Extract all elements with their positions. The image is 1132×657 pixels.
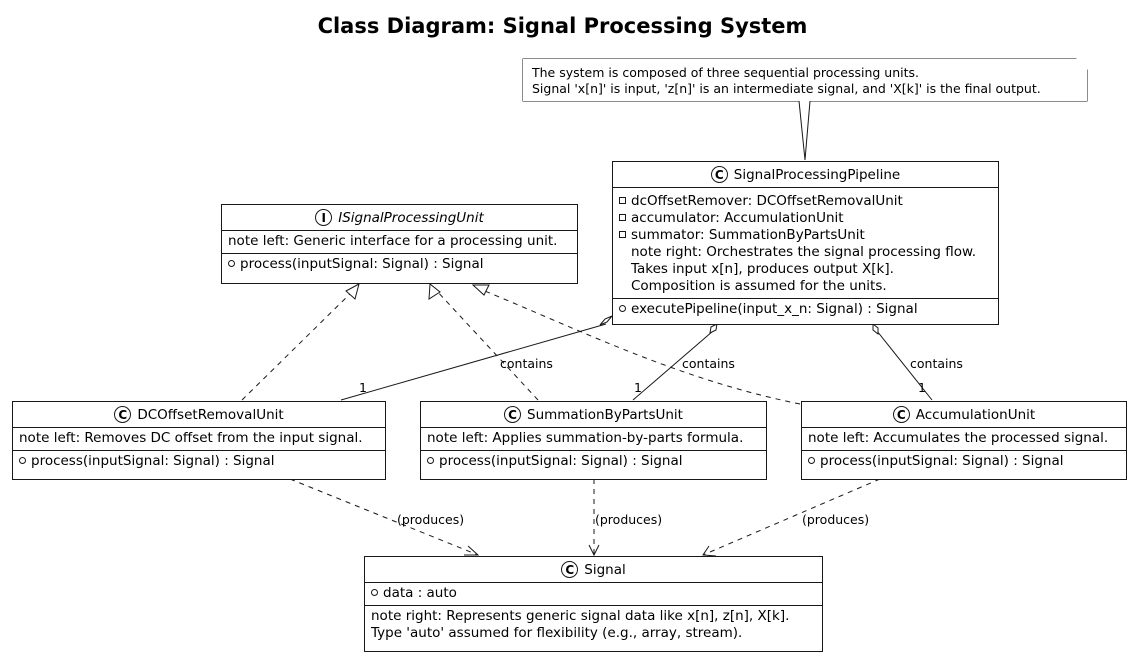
realization-dc <box>241 288 356 401</box>
class-stereotype-icon: C <box>561 561 579 578</box>
label-contains-acc: contains <box>682 356 735 371</box>
signal-field: data : auto <box>371 585 816 602</box>
acc-method: process(inputSignal: Signal) : Signal <box>808 453 1120 470</box>
sum-header: C SummationByPartsUnit <box>421 402 766 428</box>
interface-notes: note left: Generic interface for a proce… <box>222 231 577 254</box>
private-icon <box>619 231 626 238</box>
signal-header: C Signal <box>365 557 822 583</box>
sum-method: process(inputSignal: Signal) : Signal <box>427 453 760 470</box>
sum-name: SummationByPartsUnit <box>527 406 683 423</box>
system-note-line-2: Signal 'x[n]' is input, 'z[n]' is an int… <box>532 81 1041 96</box>
class-stereotype-icon: C <box>504 406 521 423</box>
label-produces-dc: (produces) <box>397 512 465 527</box>
aggregation-dc <box>340 323 607 401</box>
class-stereotype-icon: C <box>114 406 132 423</box>
dc-name: DCOffsetRemovalUnit <box>137 406 284 423</box>
pipeline-field: dcOffsetRemover: DCOffsetRemovalUnit <box>619 193 992 210</box>
pipeline-field: summator: SummationByPartsUnit <box>619 227 992 244</box>
signal-name: Signal <box>584 561 626 578</box>
interface-isignalprocessingunit: I ISignalProcessingUnit note left: Gener… <box>221 204 578 284</box>
pipeline-note-line: Takes input x[n], produces output X[k]. <box>631 261 894 277</box>
interface-method: process(inputSignal: Signal) : Signal <box>228 256 571 273</box>
public-icon <box>228 260 235 267</box>
system-note-line-1: The system is composed of three sequenti… <box>532 65 919 80</box>
pipeline-header: C SignalProcessingPipeline <box>613 162 998 188</box>
public-icon <box>427 457 434 464</box>
pipeline-field: accumulator: AccumulationUnit <box>619 210 992 227</box>
dc-note: note left: Removes DC offset from the in… <box>19 430 363 446</box>
realization-head-dc <box>345 283 360 300</box>
dependency-acc <box>702 478 881 556</box>
sum-note: note left: Applies summation-by-parts fo… <box>427 430 744 446</box>
class-signal: C Signal data : auto note right: Represe… <box>364 556 823 652</box>
aggregation-diamond-sum <box>709 323 718 334</box>
sum-methods: process(inputSignal: Signal) : Signal <box>421 451 766 473</box>
public-icon <box>19 457 26 464</box>
aggregation-acc <box>876 330 933 401</box>
class-stereotype-icon: C <box>710 166 728 183</box>
public-icon <box>808 457 815 464</box>
interface-methods: process(inputSignal: Signal) : Signal <box>222 254 577 276</box>
dc-header: C DCOffsetRemovalUnit <box>13 402 385 428</box>
class-signalprocessingpipeline: C SignalProcessingPipeline dcOffsetRemov… <box>612 161 999 325</box>
acc-methods: process(inputSignal: Signal) : Signal <box>802 451 1126 473</box>
public-icon <box>619 305 626 312</box>
system-note: The system is composed of three sequenti… <box>523 59 1087 101</box>
private-icon <box>619 197 626 204</box>
interface-header: I ISignalProcessingUnit <box>222 205 577 231</box>
label-produces-sum: (produces) <box>595 512 663 527</box>
signal-fields: data : auto <box>365 583 822 606</box>
pipeline-note-line: Composition is assumed for the units. <box>631 278 887 294</box>
multiplicity-sum: 1 <box>634 380 642 395</box>
diagram-title: Class Diagram: Signal Processing System <box>317 14 808 38</box>
aggregation-diamond-acc <box>872 322 879 336</box>
pipeline-name: SignalProcessingPipeline <box>733 166 901 183</box>
pipeline-method: executePipeline(input_x_n: Signal) : Sig… <box>619 301 992 318</box>
pipeline-note-line: note right: Orchestrates the signal proc… <box>631 244 977 260</box>
dc-notes: note left: Removes DC offset from the in… <box>13 428 385 451</box>
interface-name: ISignalProcessingUnit <box>338 209 484 226</box>
class-stereotype-icon: C <box>892 406 910 423</box>
label-contains-sum: contains <box>500 356 553 371</box>
realization-sum <box>434 288 539 401</box>
aggregation-sum <box>632 330 714 401</box>
interface-stereotype-icon: I <box>315 209 333 226</box>
multiplicity-dc: 1 <box>359 380 367 395</box>
label-contains-pipeline: contains <box>910 356 963 371</box>
pipeline-fields: dcOffsetRemover: DCOffsetRemovalUnit acc… <box>613 188 998 299</box>
dc-method: process(inputSignal: Signal) : Signal <box>19 453 379 470</box>
public-icon <box>371 589 378 596</box>
class-dcoffsetremovalunit: C DCOffsetRemovalUnit note left: Removes… <box>12 401 386 480</box>
dc-methods: process(inputSignal: Signal) : Signal <box>13 451 385 473</box>
multiplicity-acc: 1 <box>918 380 926 395</box>
signal-note-line: Type 'auto' assumed for flexibility (e.g… <box>371 625 743 641</box>
acc-header: C AccumulationUnit <box>802 402 1126 428</box>
signal-notes: note right: Represents generic signal da… <box>365 606 822 645</box>
signal-note-line: note right: Represents generic signal da… <box>371 608 790 624</box>
acc-notes: note left: Accumulates the processed sig… <box>802 428 1126 451</box>
dependency-head-dc <box>464 545 480 556</box>
realization-head-sum <box>428 283 441 300</box>
private-icon <box>619 214 626 221</box>
dependency-dc <box>289 478 479 556</box>
dependency-head-acc <box>702 545 717 557</box>
class-summationbypartsunit: C SummationByPartsUnit note left: Applie… <box>420 401 767 480</box>
acc-note: note left: Accumulates the processed sig… <box>808 430 1109 446</box>
realization-head-acc <box>471 284 490 296</box>
dependency-head-sum <box>588 544 600 557</box>
sum-notes: note left: Applies summation-by-parts fo… <box>421 428 766 451</box>
acc-name: AccumulationUnit <box>915 406 1036 423</box>
aggregation-diamond-dc <box>599 315 613 326</box>
class-accumulationunit: C AccumulationUnit note left: Accumulate… <box>801 401 1127 480</box>
interface-note: note left: Generic interface for a proce… <box>228 233 558 249</box>
label-produces-acc: (produces) <box>802 512 870 527</box>
pipeline-methods: executePipeline(input_x_n: Signal) : Sig… <box>613 299 998 321</box>
